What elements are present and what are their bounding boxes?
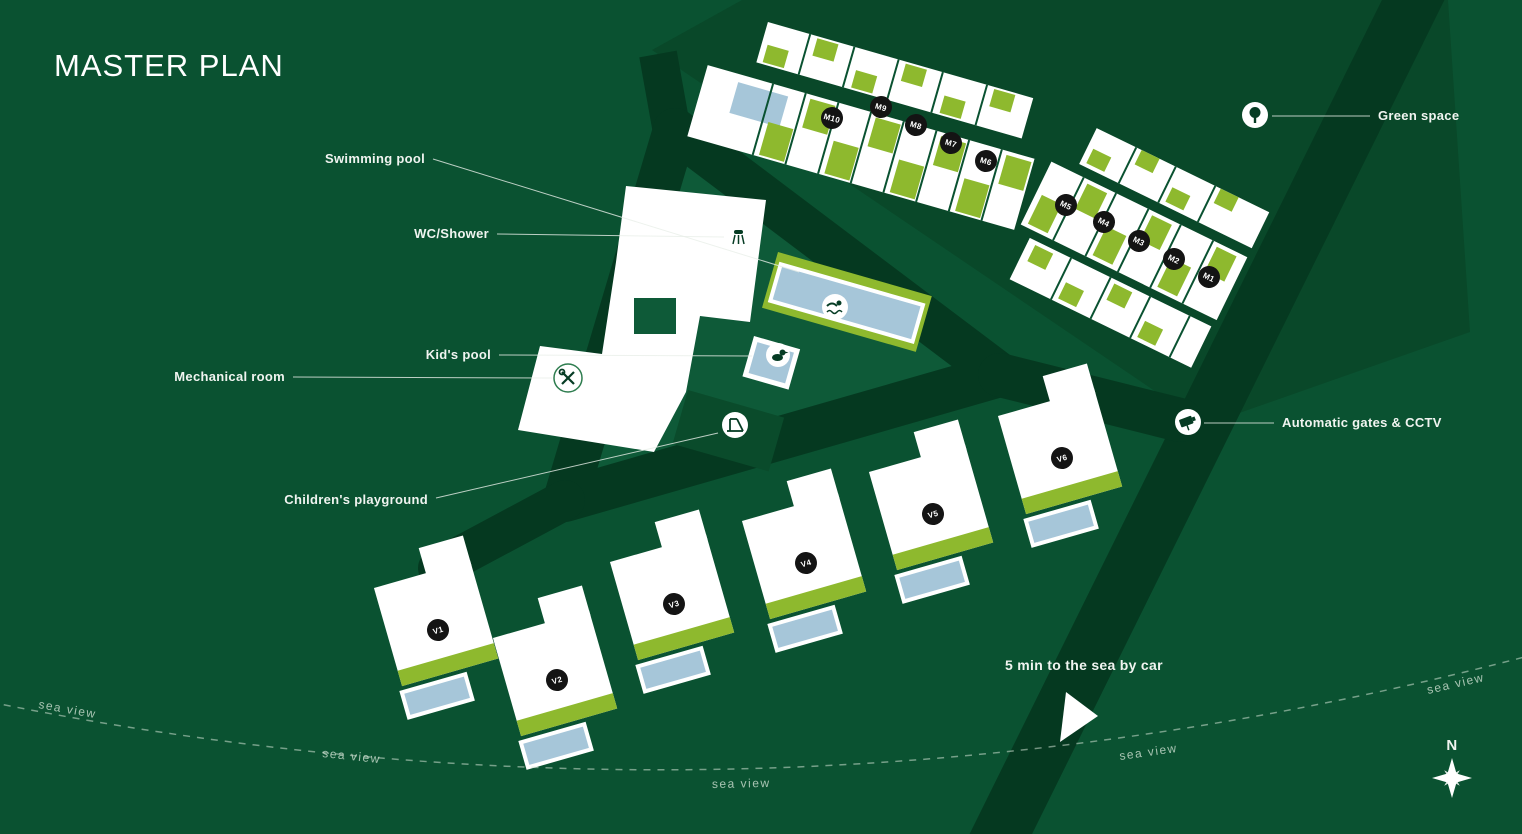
- marker-wc-shower[interactable]: [726, 224, 754, 252]
- label-kids-pool: Kid's pool: [426, 347, 491, 362]
- leader-mechanical-room: [292, 376, 553, 379]
- badge-v2[interactable]: V2: [543, 666, 570, 693]
- villa-v3: [609, 509, 735, 694]
- leader-playground: [435, 432, 719, 499]
- main-road: [969, 0, 1445, 834]
- badge-m5[interactable]: M5: [1051, 190, 1080, 219]
- badge-v5-label: V5: [927, 509, 940, 521]
- badge-v1[interactable]: V1: [424, 616, 451, 643]
- tree-icon: [1249, 107, 1261, 123]
- badge-m1[interactable]: M1: [1194, 262, 1223, 291]
- label-childrens-playground: Children's playground: [284, 492, 428, 507]
- badge-v3-label: V3: [668, 599, 681, 611]
- badge-m8[interactable]: M8: [902, 111, 929, 138]
- badge-m9-label: M9: [874, 102, 888, 114]
- badge-m3[interactable]: M3: [1124, 226, 1153, 255]
- badge-v3[interactable]: V3: [660, 590, 687, 617]
- badge-v5[interactable]: V5: [919, 500, 946, 527]
- sea-view-text-3: sea view: [712, 776, 771, 791]
- badge-m8-label: M8: [909, 120, 923, 132]
- label-wc-shower: WC/Shower: [414, 226, 489, 241]
- marker-mechanical-room[interactable]: [553, 363, 583, 393]
- badge-v1-label: V1: [432, 625, 445, 637]
- badge-m7[interactable]: M7: [937, 129, 964, 156]
- badge-m6-label: M6: [979, 156, 993, 168]
- m-cluster-1: [687, 22, 1035, 230]
- badge-v6[interactable]: V6: [1048, 444, 1075, 471]
- label-green-space: Green space: [1378, 108, 1459, 123]
- badge-m2[interactable]: M2: [1159, 244, 1188, 273]
- wrench-tools-icon: [558, 368, 575, 385]
- leader-swimming-pool: [432, 158, 800, 273]
- badge-m7-label: M7: [944, 138, 958, 150]
- shower-icon: [732, 230, 745, 245]
- page-title: MASTER PLAN: [54, 48, 284, 83]
- badge-v6-label: V6: [1056, 453, 1069, 465]
- badge-m6[interactable]: M6: [972, 147, 999, 174]
- badge-v2-label: V2: [551, 675, 564, 687]
- courtyard: [634, 298, 676, 334]
- duck-icon: [772, 349, 789, 361]
- badge-m10[interactable]: M10: [818, 104, 845, 131]
- marker-kids-pool[interactable]: [766, 343, 790, 367]
- badge-v4[interactable]: V4: [792, 549, 819, 576]
- sea-view-text-2: sea view: [322, 746, 382, 766]
- label-gates-cctv: Automatic gates & CCTV: [1282, 415, 1442, 430]
- leader-kids-pool: [498, 354, 753, 357]
- leader-wc-shower: [496, 233, 725, 238]
- compass-rose-icon: [1432, 758, 1472, 798]
- badge-v4-label: V4: [800, 558, 813, 570]
- north-label: N: [1446, 737, 1457, 754]
- label-swimming-pool: Swimming pool: [325, 151, 425, 166]
- label-mechanical-room: Mechanical room: [174, 369, 285, 384]
- marker-swimming-pool[interactable]: [822, 294, 848, 320]
- slide-icon: [727, 418, 744, 432]
- sea-view-arc: [0, 656, 1522, 771]
- marker-green-space[interactable]: [1242, 102, 1268, 128]
- marker-playground[interactable]: [722, 412, 748, 438]
- badge-m4[interactable]: M4: [1089, 207, 1118, 236]
- compass-rose: N: [1432, 737, 1472, 798]
- badge-m9[interactable]: M9: [867, 93, 894, 120]
- arrow-down-left-icon: [1060, 692, 1098, 742]
- cctv-camera-icon: [1179, 415, 1196, 431]
- badge-m10-label: M10: [823, 112, 842, 125]
- swimmer-icon: [826, 300, 843, 315]
- marker-gates-cctv[interactable]: [1175, 409, 1201, 435]
- sea-direction-text: 5 min to the sea by car: [1005, 657, 1163, 673]
